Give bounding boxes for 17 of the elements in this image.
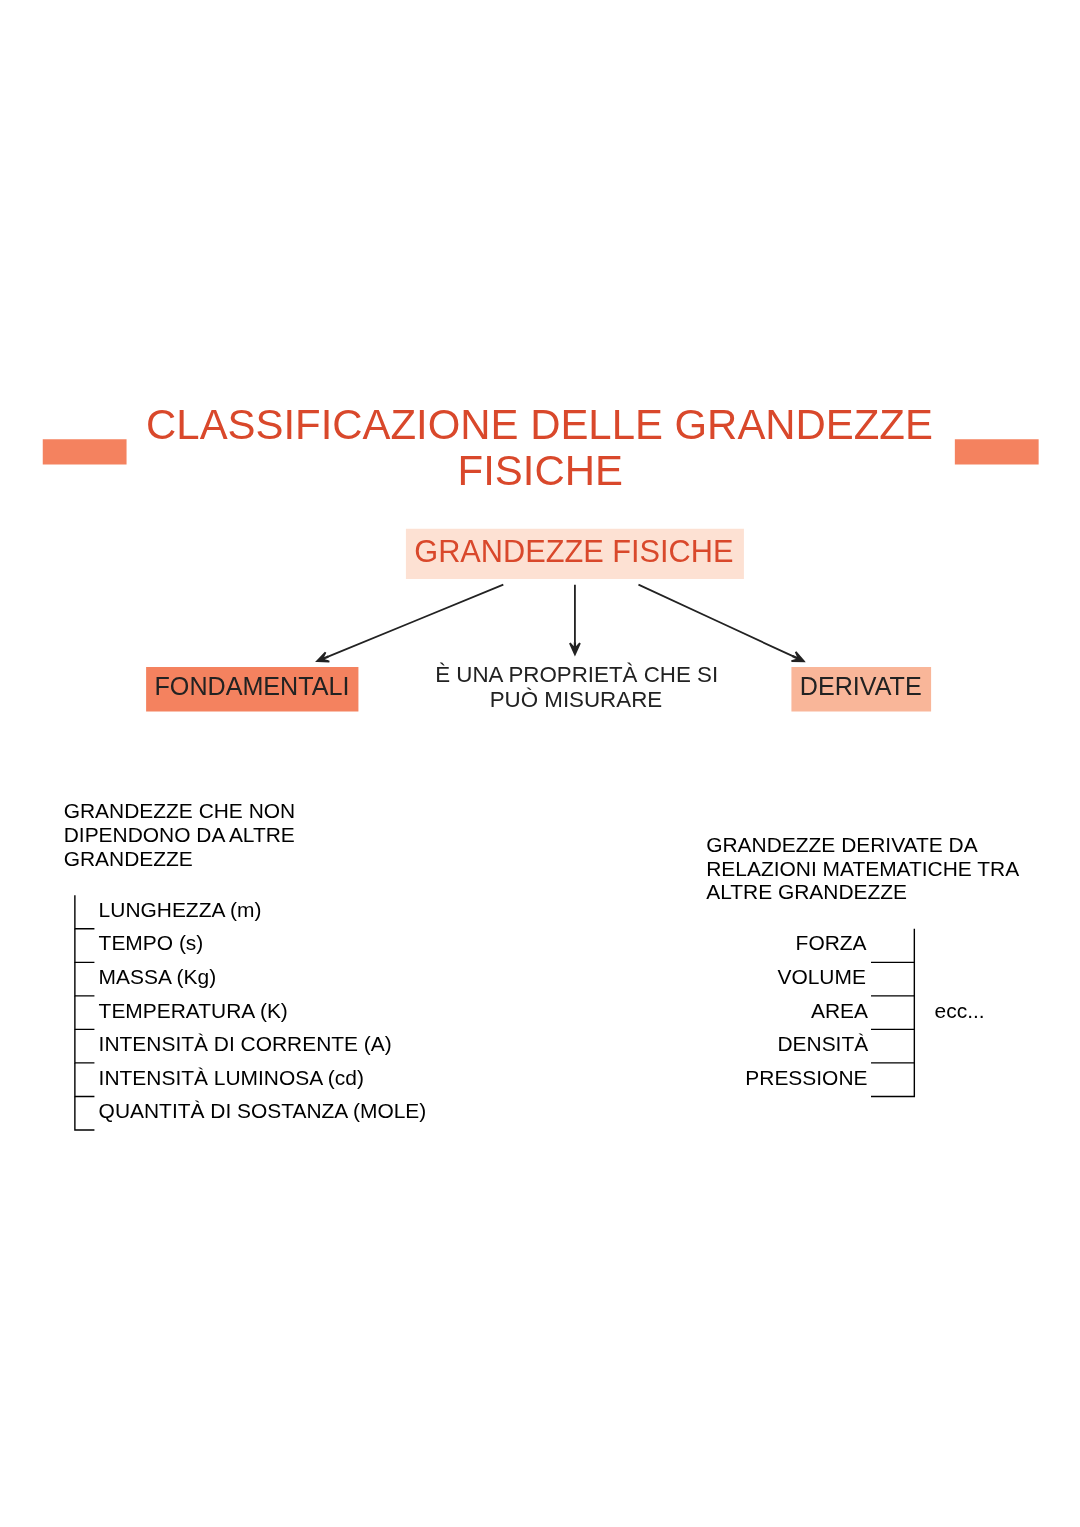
node-label: TEMPO (s)	[98, 930, 204, 954]
node-label: GRANDEZZE CHE NON DIPENDONO DA ALTRE GRANDEZZE	[63, 798, 296, 870]
node-label: LUNGHEZZA (m)	[98, 897, 262, 921]
node-label: INTENSITÀ LUMINOSA (cd)	[98, 1065, 364, 1089]
node-label: GRANDEZZE DERIVATE DA RELAZIONI MATEMATICHE TRA ALTRE GRANDEZZE	[706, 832, 1020, 903]
node-text: È UNA PROPRIETÀ CHE SI PUÒ MISURARE	[435, 661, 719, 712]
node-label: FORZA	[795, 930, 867, 954]
node-label: AREA	[810, 998, 868, 1022]
node-label: MASSA (Kg)	[98, 964, 217, 988]
node-label: TEMPERATURA (K)	[98, 998, 288, 1022]
node-label: PRESSIONE	[745, 1065, 868, 1089]
diagram-title: CLASSIFICAZIONE DELLE GRANDEZZE FISICHE	[146, 400, 933, 494]
node-label: DENSITÀ	[777, 1031, 869, 1055]
node-label: INTENSITÀ DI CORRENTE (A)	[98, 1031, 392, 1055]
node-label: VOLUME	[777, 964, 866, 988]
node-label: ecc...	[934, 998, 985, 1022]
node-label: QUANTITÀ DI SOSTANZA (MOLE)	[98, 1098, 427, 1122]
